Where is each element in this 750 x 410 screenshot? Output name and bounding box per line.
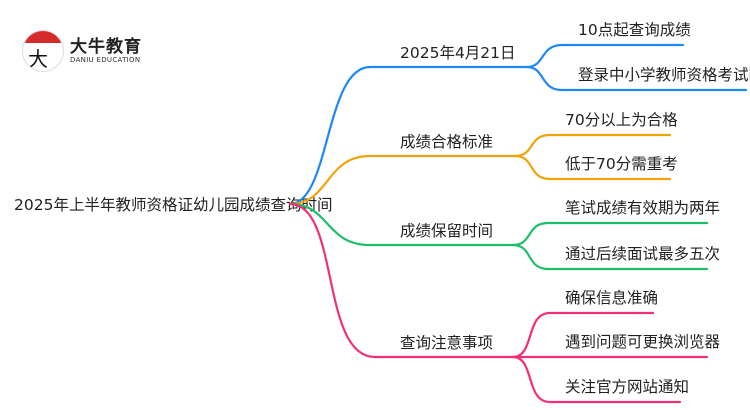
leaf-label: 登录中小学教师资格考试网 (578, 66, 750, 84)
logo: 大牛 大牛教育 DANIU EDUCATION (22, 30, 142, 72)
branch-query-notes: 查询注意事项 确保信息准确 遇到问题可更换浏览器 关注官方网站通知 (288, 202, 721, 404)
branch-query-date: 2025年4月21日 10点起查询成绩 登录中小学教师资格考试网 (288, 21, 750, 206)
leaf-label: 笔试成绩有效期为两年 (565, 199, 720, 217)
leaf-label: 70分以上为合格 (565, 111, 678, 129)
logo-subtitle: DANIU EDUCATION (70, 56, 141, 64)
connector (513, 133, 672, 158)
connector (513, 154, 672, 181)
connector (288, 202, 515, 247)
connector (525, 43, 685, 69)
branch-label: 成绩保留时间 (400, 222, 493, 240)
logo-name: 大牛教育 (70, 37, 142, 57)
connector (288, 65, 529, 206)
connector (511, 221, 709, 247)
leaf-label: 通过后续面试最多五次 (565, 245, 720, 263)
leaf-label: 10点起查询成绩 (578, 21, 691, 39)
logo-mark-icon: 大牛 (22, 30, 64, 72)
connector (525, 65, 748, 92)
leaf-label: 确保信息准确 (565, 289, 658, 307)
branch-pass-standard: 成绩合格标准 70分以上为合格 低于70分需重考 (288, 111, 678, 206)
branch-label: 2025年4月21日 (400, 44, 516, 62)
connector (511, 355, 682, 404)
branch-label: 查询注意事项 (400, 333, 493, 352)
connector (511, 311, 655, 359)
leaf-label: 低于70分需重考 (565, 155, 678, 173)
root-node: 2025年上半年教师资格证幼儿园成绩查询时间 (14, 196, 332, 214)
leaf-label: 遇到问题可更换浏览器 (565, 333, 721, 351)
branch-label: 成绩合格标准 (400, 133, 493, 151)
connector (511, 243, 709, 271)
leaf-label: 关注官方网站通知 (565, 378, 689, 396)
connector (288, 154, 517, 206)
connector (288, 202, 515, 359)
branch-score-validity: 成绩保留时间 笔试成绩有效期为两年 通过后续面试最多五次 (288, 199, 720, 271)
